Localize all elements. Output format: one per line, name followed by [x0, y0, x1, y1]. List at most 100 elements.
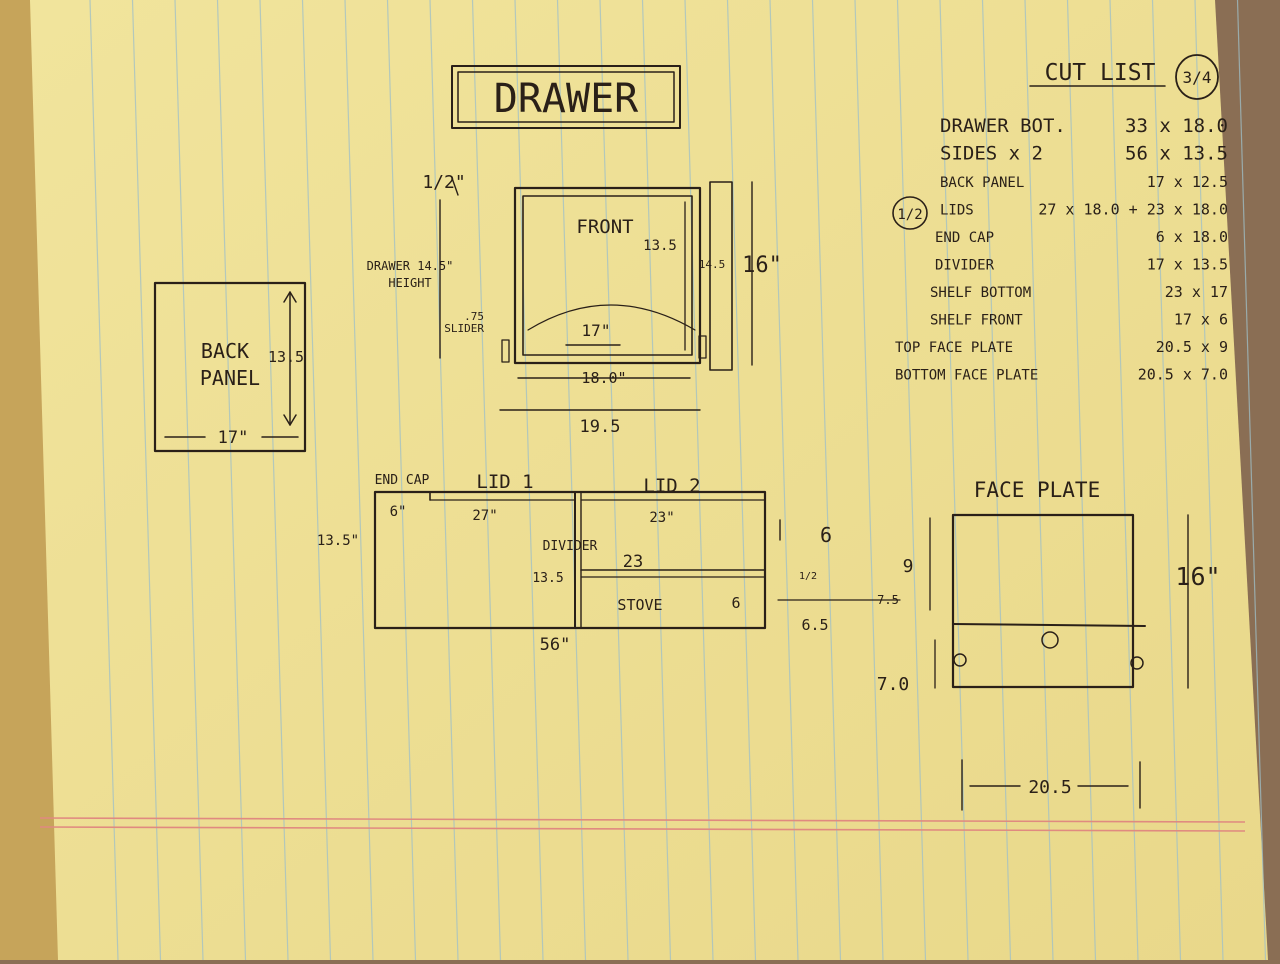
face-plate-transfer-dim: 7.5 [877, 593, 899, 607]
face-top-dim: 9 [903, 556, 914, 577]
cut-list-item-label: BACK PANEL [940, 175, 1024, 191]
cut-list-item-dims: 17 x 13.5 [1147, 256, 1228, 274]
face-plate-outline [951, 513, 1135, 689]
rule-line [174, 0, 204, 961]
rule-line [1236, 0, 1267, 961]
cut-list-item-dims: 56 x 13.5 [1125, 143, 1228, 165]
side-panel-profile [709, 181, 733, 371]
rule-line [259, 0, 289, 961]
back-panel-height: 13.5 [268, 348, 304, 366]
cut-list-item-dims: 23 x 17 [1165, 283, 1228, 301]
back-panel-width: 17" [218, 428, 249, 448]
cut-list-item-label: LIDS [940, 203, 974, 219]
rule-line [981, 0, 1012, 961]
cut-list-item-dims: 33 x 18.0 [1125, 115, 1228, 137]
rule-line [811, 0, 842, 961]
cut-list-item-dims: 17 x 6 [1174, 311, 1228, 329]
face-plate-split [952, 623, 1146, 627]
rule-line [429, 0, 459, 961]
divider-label: DIVIDER [543, 539, 598, 554]
paper-rule-lines [89, 0, 1267, 961]
cut-list-item-label: BOTTOM FACE PLATE [895, 368, 1038, 384]
front-height-16: 16" [742, 253, 782, 278]
drawer-height-note-2: HEIGHT [388, 276, 431, 290]
front-label: FRONT [576, 216, 633, 238]
rule-line [939, 0, 969, 961]
page-number: 3/4 [1183, 68, 1212, 87]
screw-hole-icon [1041, 631, 1059, 649]
rule-line [1194, 0, 1224, 961]
top-depth: 13.5" [317, 533, 359, 549]
right-half-dim: 1/2 [799, 571, 817, 582]
rule-line [344, 0, 374, 961]
back-panel-outline [153, 281, 307, 453]
rule-line [726, 0, 757, 961]
slider-label: SLIDER [444, 322, 484, 335]
rule-line [514, 0, 544, 961]
rule-line [556, 0, 587, 961]
rule-line [216, 0, 247, 961]
cut-list-item-label: TOP FACE PLATE [895, 340, 1013, 356]
rule-line [896, 0, 927, 961]
screw-hole-icon [1130, 656, 1144, 670]
front-width-18: 18.0" [581, 369, 626, 387]
total-length: 56" [540, 635, 571, 655]
title: DRAWER [494, 76, 639, 122]
title-box-inner [457, 71, 675, 123]
shelf-dim: 23 [623, 552, 643, 572]
divider-dim: 13.5 [532, 571, 563, 586]
slider-dim: .75 [464, 310, 484, 323]
end-cap-dim: 6" [390, 504, 407, 520]
front-inner-height: 13.5 [643, 238, 677, 254]
cut-list-item-dims: 27 x 18.0 + 23 x 18.0 [1038, 201, 1228, 219]
front-width-19: 19.5 [580, 417, 621, 437]
lid1-label: LID 1 [476, 471, 533, 493]
cut-list-item-dims: 6 x 18.0 [1156, 228, 1228, 246]
back-panel-label-2: PANEL [200, 366, 260, 390]
cut-list-item-label: SHELF FRONT [930, 313, 1023, 329]
rule-line [641, 0, 672, 961]
top-view-outline [373, 490, 767, 630]
right-bottom-dim: 6.5 [801, 616, 828, 634]
rule-line [854, 0, 884, 961]
face-width: 20.5 [1028, 777, 1071, 798]
front-thickness: 1/2" [422, 172, 465, 193]
margin-line [39, 817, 1246, 823]
slider-left [501, 339, 510, 363]
rule-line [301, 0, 332, 961]
rule-line [131, 0, 162, 961]
cut-list-item-label: DIVIDER [935, 258, 995, 274]
cut-list-item-label: SIDES x 2 [940, 143, 1043, 165]
screw-hole-icon [953, 653, 967, 667]
rule-line [1109, 0, 1139, 961]
lids-marker-circle [892, 196, 928, 230]
face-bottom-dim: 7.0 [877, 674, 910, 695]
rule-line [1151, 0, 1182, 961]
front-inner-frame [522, 195, 693, 356]
title-box [451, 65, 681, 129]
rule-line [386, 0, 417, 961]
cut-list-item-label: SHELF BOTTOM [930, 285, 1031, 301]
page-number-circle [1175, 54, 1219, 100]
rule-line [684, 0, 714, 961]
drawer-height-note-1: DRAWER 14.5" [367, 259, 454, 273]
cut-list-item-dims: 20.5 x 7.0 [1138, 366, 1228, 384]
rule-line [1066, 0, 1097, 961]
cut-list-item-label: END CAP [935, 230, 994, 246]
lid1-dim: 27" [472, 508, 497, 524]
arrow-heads [283, 291, 297, 426]
rule-line [89, 0, 119, 961]
end-cap-label: END CAP [375, 473, 430, 488]
face-height: 16" [1175, 562, 1220, 591]
cut-list-item-label: DRAWER BOT. [940, 115, 1066, 137]
front-inner-width: 17" [582, 321, 611, 340]
rule-line [599, 0, 629, 961]
cut-list-item-dims: 17 x 12.5 [1147, 173, 1228, 191]
stove-label: STOVE [617, 596, 662, 614]
cut-list-item-dims: 20.5 x 9 [1156, 338, 1228, 356]
rule-line [769, 0, 799, 961]
face-plate-label: FACE PLATE [974, 478, 1100, 502]
lid2-label: LID 2 [643, 475, 700, 497]
